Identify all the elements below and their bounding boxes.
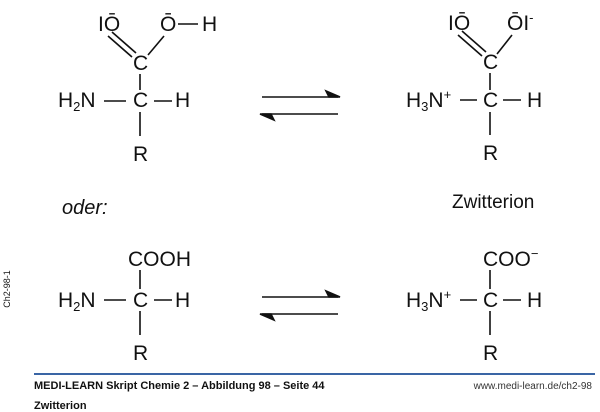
side-chain-r: R — [483, 342, 499, 365]
footer-url[interactable]: www.medi-learn.de/ch2-98 — [473, 381, 592, 392]
amino-group: H2N — [58, 89, 96, 114]
hydroxyl-hydrogen: H — [202, 13, 218, 36]
alpha-hydrogen: H — [527, 289, 543, 312]
zwitterion-label: Zwitterion — [452, 192, 535, 213]
ammonium-group: H3N+ — [406, 287, 452, 314]
side-chain-r: R — [133, 342, 149, 365]
carboxyl-carbon: C — [133, 52, 149, 75]
alpha-carbon: C — [483, 89, 499, 112]
amino-group: H2N — [58, 289, 96, 314]
footer-divider — [34, 373, 595, 375]
alpha-hydrogen: H — [175, 89, 191, 112]
carbonyl-oxygen: IŌ — [448, 12, 471, 35]
alpha-carbon: C — [483, 289, 499, 312]
alpha-hydrogen: H — [527, 89, 543, 112]
figure-code: Ch2-98-1 — [1, 270, 12, 308]
carbonyl-oxygen: IŌ — [98, 13, 121, 36]
alpha-carbon: C — [133, 289, 149, 312]
footer-subtitle: Zwitterion — [34, 400, 87, 412]
carboxylate-oxygen: ŌI- — [507, 10, 534, 35]
ammonium-group: H3N+ — [406, 87, 452, 114]
hydroxyl-oxygen: Ō — [160, 13, 177, 36]
alpha-carbon: C — [133, 89, 149, 112]
oder-label: oder: — [62, 197, 108, 219]
footer-title: MEDI-LEARN Skript Chemie 2 – Abbildung 9… — [34, 380, 325, 392]
side-chain-r: R — [133, 143, 149, 166]
carboxyl-carbon: C — [483, 51, 499, 74]
carboxylate-group: COO− — [483, 246, 539, 271]
side-chain-r: R — [483, 142, 499, 165]
alpha-hydrogen: H — [175, 289, 191, 312]
carboxyl-group: COOH — [128, 248, 191, 271]
